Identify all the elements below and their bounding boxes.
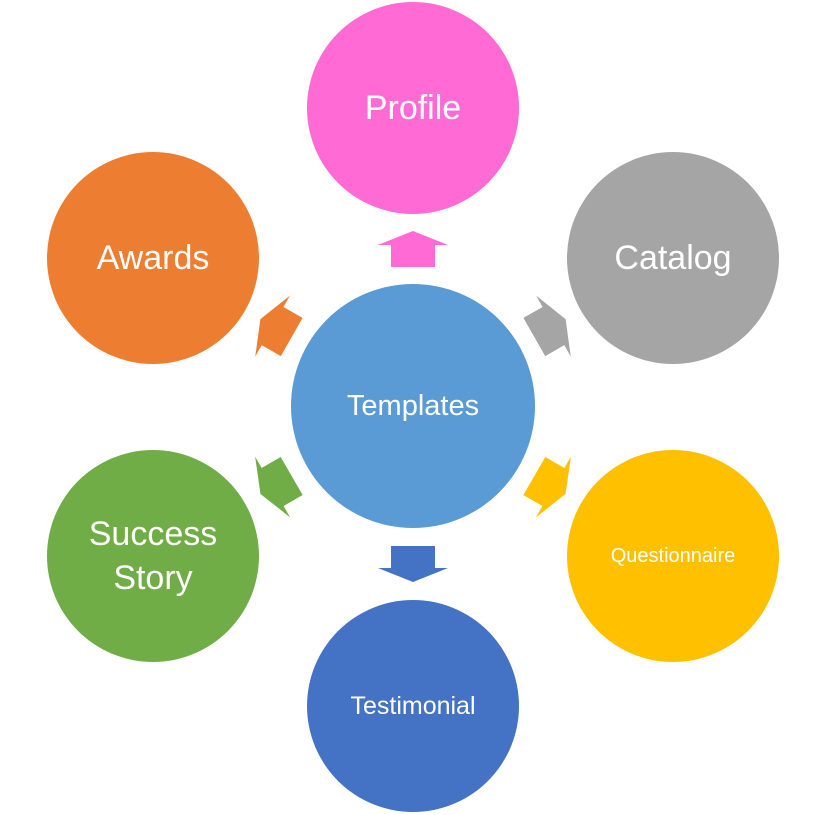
- arrow-to-questionnaire: [523, 456, 571, 518]
- node-testimonial: Testimonial: [307, 600, 519, 812]
- node-awards: Awards: [47, 152, 259, 364]
- node-catalog: Catalog: [567, 152, 779, 364]
- arrow-to-awards: [255, 295, 303, 357]
- templates-circle: [291, 284, 535, 528]
- catalog-label: Catalog: [614, 239, 731, 277]
- node-questionnaire: Questionnaire: [567, 450, 779, 662]
- arrows: [255, 231, 571, 582]
- questionnaire-circle: [567, 450, 779, 662]
- success-story-label: Success: [89, 515, 218, 553]
- center-node: Templates: [291, 284, 535, 528]
- testimonial-circle: [307, 600, 519, 812]
- arrow-to-success-story: [255, 456, 303, 518]
- success-story-circle: [47, 450, 259, 662]
- templates-label: Templates: [347, 390, 479, 422]
- profile-label: Profile: [365, 89, 461, 127]
- arrow-to-profile: [378, 231, 448, 267]
- node-profile: Profile: [307, 2, 519, 214]
- catalog-circle: [567, 152, 779, 364]
- profile-circle: [307, 2, 519, 214]
- arrow-to-testimonial: [378, 546, 448, 582]
- questionnaire-label: Questionnaire: [611, 545, 736, 567]
- awards-label: Awards: [97, 239, 210, 277]
- arrow-to-catalog: [523, 295, 571, 357]
- success-story-label: Story: [113, 559, 192, 597]
- awards-circle: [47, 152, 259, 364]
- testimonial-label: Testimonial: [350, 692, 475, 720]
